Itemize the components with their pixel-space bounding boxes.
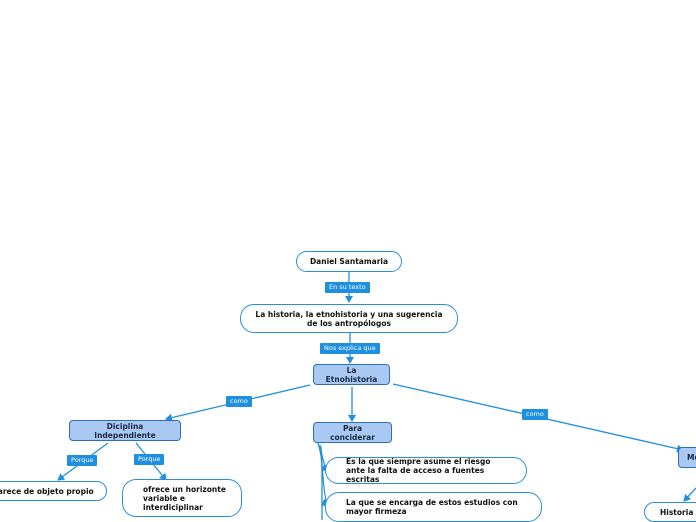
node-central[interactable]: La Etnohistoria: [313, 364, 390, 385]
label-porque-1: Porque: [67, 455, 98, 466]
node-right-branch[interactable]: Me: [678, 447, 696, 468]
node-right-child-1[interactable]: Historia: [644, 502, 696, 522]
node-root[interactable]: Daniel Santamaria: [296, 251, 402, 272]
link-right-to-child1: [683, 487, 696, 502]
node-left-child-2[interactable]: ofrece un horizonte variable e interdici…: [122, 479, 242, 517]
node-left-branch[interactable]: Diciplina Independiente: [69, 420, 181, 441]
node-middle-branch[interactable]: Para conciderar: [313, 422, 392, 443]
label-como-right: como: [522, 409, 548, 420]
label-en-su-texto: En su texto: [325, 282, 370, 293]
label-como-left: como: [226, 396, 252, 407]
label-porque-2: Porque: [134, 454, 165, 465]
node-middle-child-1[interactable]: Es la que siempre asume el riesgo ante l…: [325, 457, 527, 484]
node-title[interactable]: La historia, la etnohistoria y una suger…: [240, 304, 458, 333]
label-nos-explica: Nos explica que: [320, 343, 380, 354]
node-left-child-1[interactable]: carece de objeto propio: [0, 481, 107, 501]
node-middle-child-2[interactable]: La que se encarga de estos estudios con …: [325, 492, 542, 522]
